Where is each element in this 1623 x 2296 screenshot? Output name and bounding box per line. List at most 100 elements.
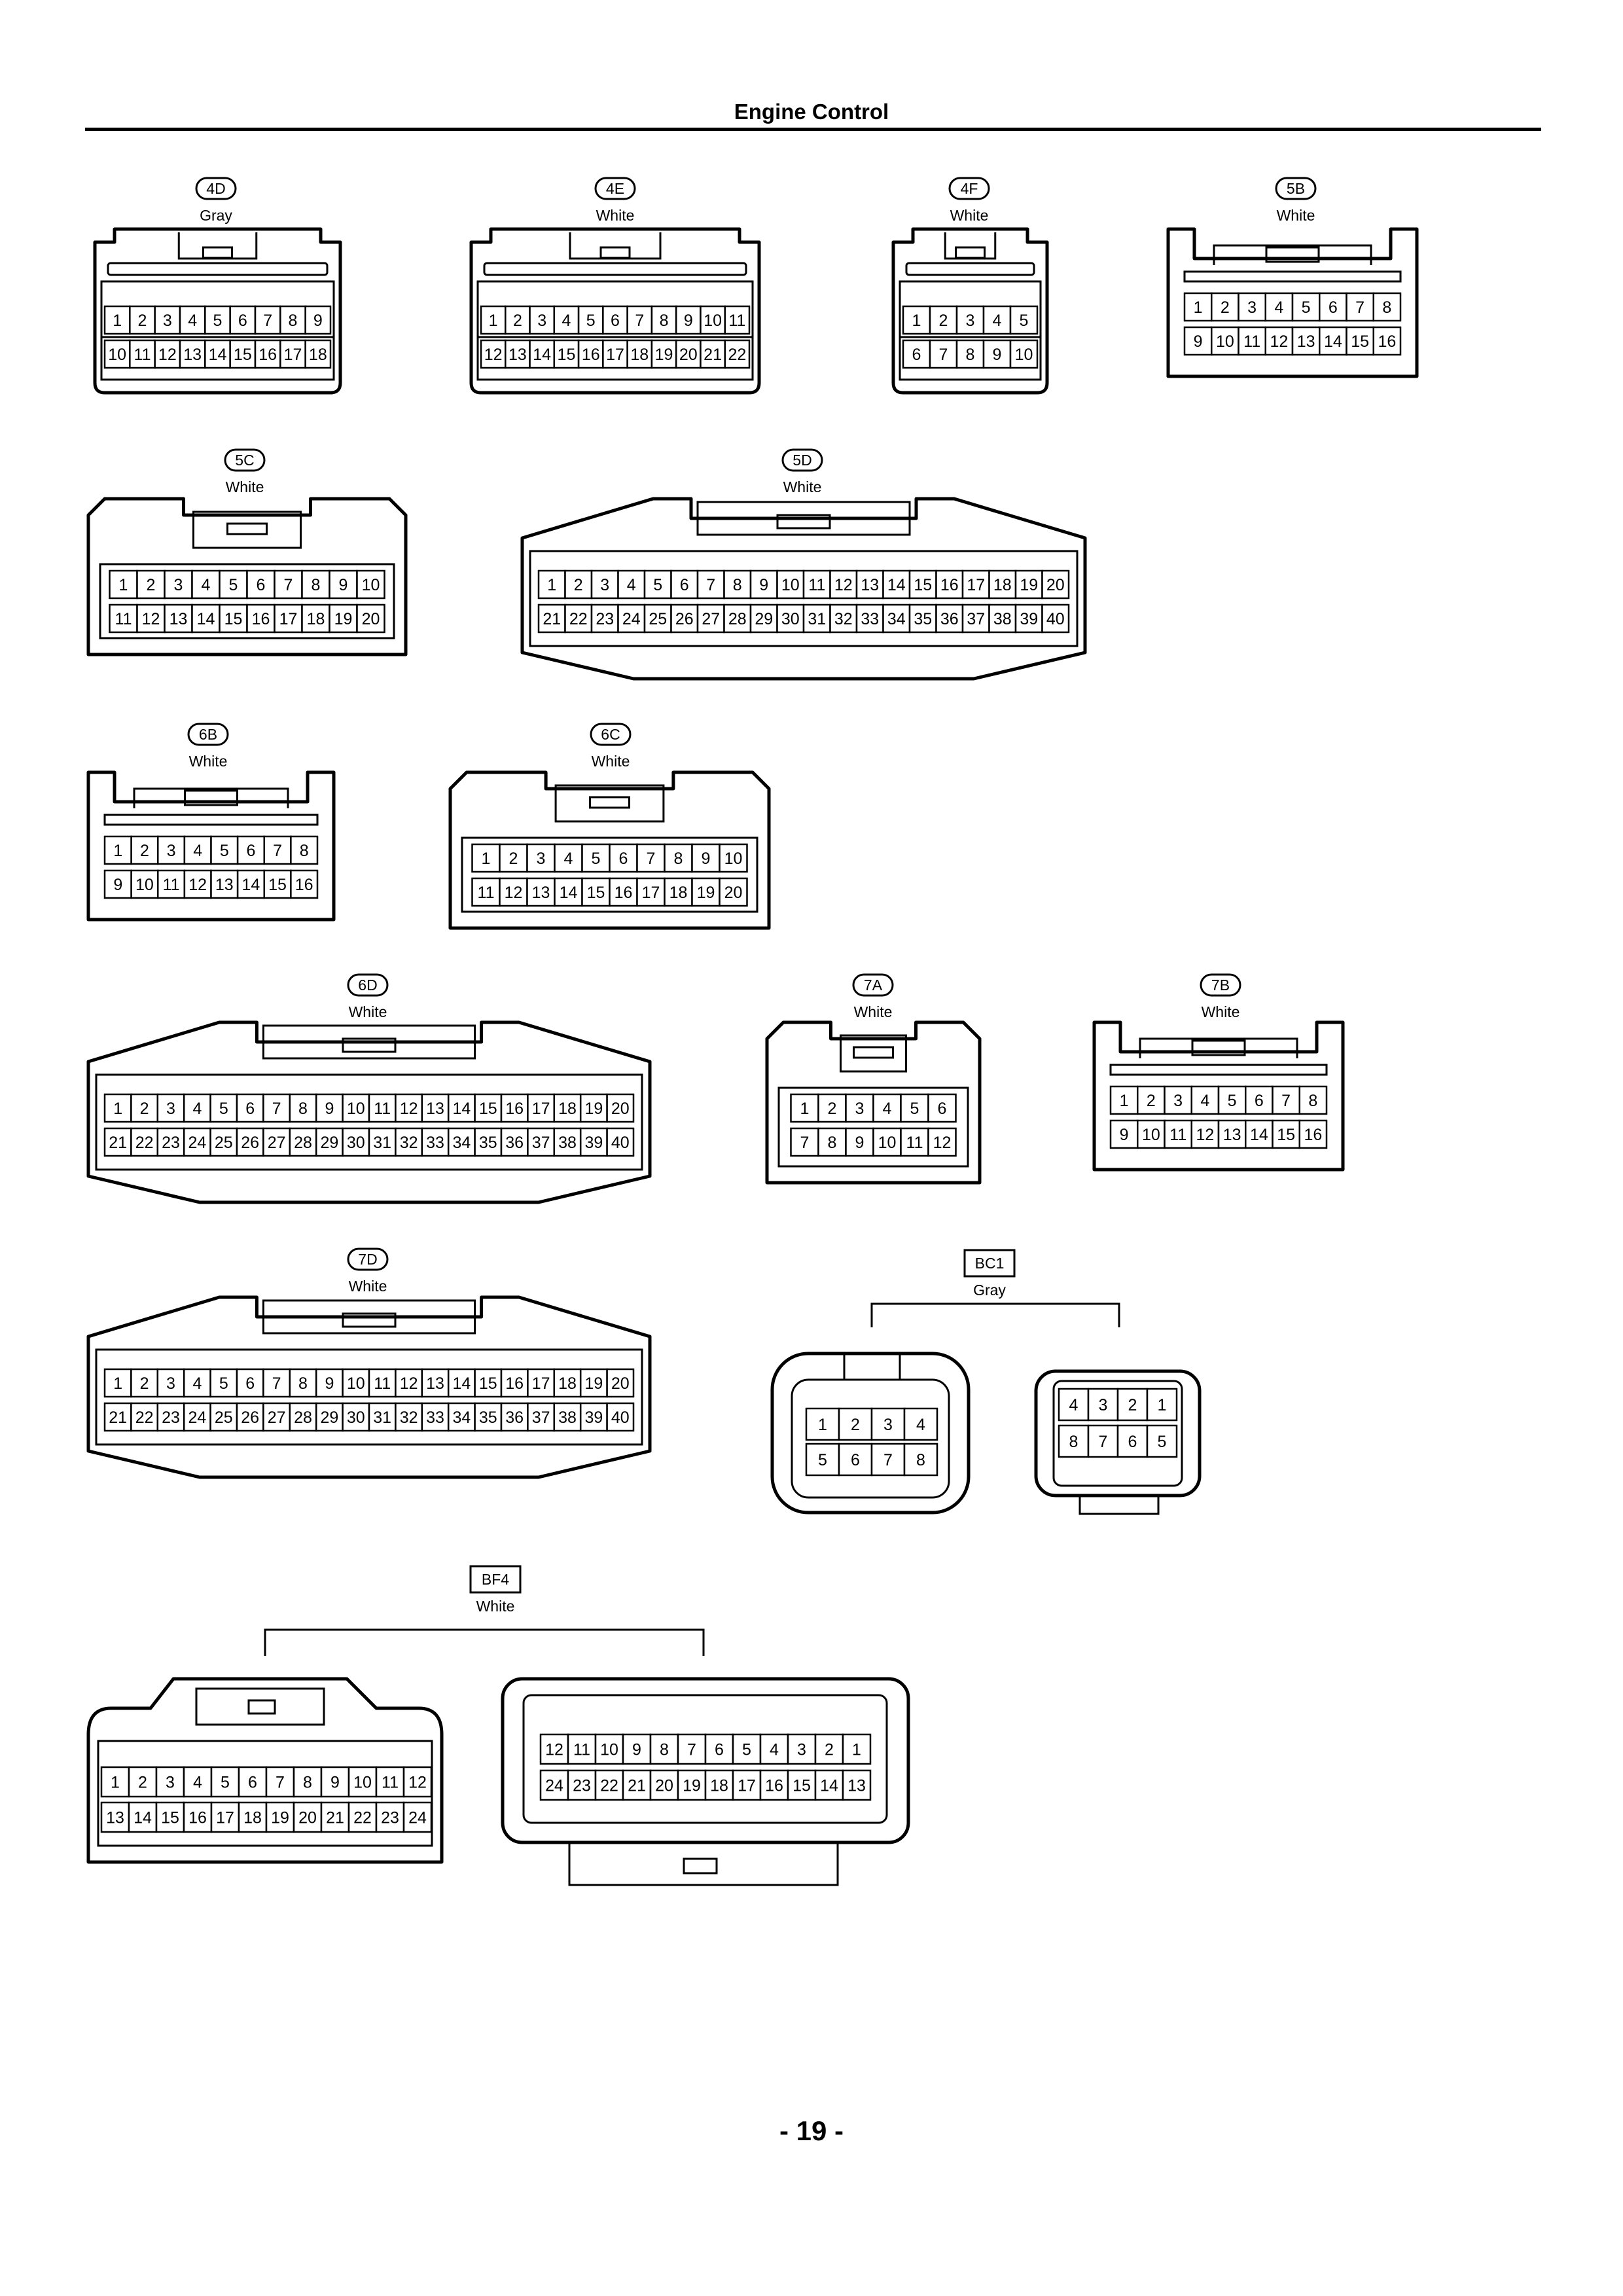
connector-latch	[192, 511, 302, 549]
pin-cell	[1116, 1424, 1149, 1458]
connector-latch	[262, 1299, 476, 1335]
pin-number: 3	[163, 312, 172, 330]
pin-number: 10	[108, 346, 126, 364]
pin-number: 33	[426, 1134, 444, 1152]
pin-number: 16	[940, 576, 959, 594]
pin-cell	[606, 1127, 635, 1157]
pin-number: 24	[622, 610, 641, 628]
connector-housing	[520, 497, 1087, 681]
connector-lock-slot	[226, 522, 268, 535]
pin-number: 19	[334, 610, 353, 628]
pin-cell	[289, 1368, 317, 1398]
connector-id-label: 6C	[601, 726, 620, 743]
pin-number: 2	[851, 1416, 860, 1434]
pin-number: 11	[1243, 332, 1260, 351]
pin-number: 14	[820, 1777, 838, 1795]
pin-cell	[704, 1733, 734, 1765]
pin-cell	[749, 603, 778, 634]
pin-number: 9	[313, 312, 323, 330]
pin-cell	[609, 843, 638, 873]
pin-cell	[301, 603, 330, 634]
pin-cell	[342, 1368, 370, 1398]
pin-number: 4	[202, 576, 211, 594]
pin-cell	[577, 339, 604, 369]
pin-number: 20	[611, 1100, 630, 1118]
pin-cell	[500, 1093, 529, 1123]
pin-cell	[183, 1127, 211, 1157]
connector-lock-slot	[1191, 1039, 1246, 1056]
connector-latch	[195, 1687, 325, 1726]
connector-housing	[1166, 227, 1419, 378]
pin-number: 14	[1250, 1126, 1268, 1144]
pin-number: 14	[1324, 332, 1342, 351]
pin-number: 2	[140, 1100, 149, 1118]
pin-number: 4	[188, 312, 197, 330]
pin-number: 3	[166, 1774, 175, 1792]
pin-number: 19	[655, 346, 673, 364]
pin-number: 4	[627, 576, 636, 594]
pin-number: 3	[855, 1100, 865, 1118]
connector-housing	[765, 1020, 982, 1185]
pin-cell	[554, 877, 583, 907]
pin-cell	[289, 1402, 317, 1432]
pin-number: 12	[933, 1134, 952, 1152]
pin-number: 12	[484, 346, 503, 364]
pin-cell	[929, 339, 958, 369]
pin-number: 21	[704, 346, 722, 364]
pin-cell	[236, 1093, 264, 1123]
pin-cell	[254, 339, 281, 369]
pin-number: 12	[834, 576, 853, 594]
pin-number: 3	[167, 842, 176, 860]
pin-number: 7	[1281, 1092, 1291, 1110]
connector-id-label: 4D	[206, 180, 225, 197]
pin-cell	[368, 1368, 397, 1398]
connector-color-label: White	[1202, 1003, 1240, 1020]
connector-id-box	[963, 1249, 1016, 1278]
pin-number: 6	[245, 1374, 255, 1393]
pin-number: 5	[1228, 1092, 1237, 1110]
pin-number: 35	[914, 610, 932, 628]
pin-number: 2	[147, 576, 156, 594]
pin-number: 15	[914, 576, 932, 594]
pin-number: 11	[478, 884, 495, 902]
pin-cell	[700, 339, 726, 369]
pin-cell	[471, 843, 501, 873]
pin-number: 12	[400, 1374, 418, 1393]
pin-cell	[787, 1733, 817, 1765]
pin-cell	[1245, 1085, 1274, 1115]
pin-number: 7	[272, 1374, 281, 1393]
pin-number: 11	[374, 1100, 391, 1118]
pin-number: 7	[647, 850, 656, 868]
pin-cell	[606, 1368, 635, 1398]
pin-number: 7	[800, 1134, 810, 1152]
pin-number: 10	[1015, 346, 1033, 364]
pin-number: 6	[1329, 298, 1338, 317]
pin-cell	[1041, 603, 1070, 634]
pin-cell	[301, 569, 330, 600]
pin-number: 17	[642, 884, 660, 902]
pin-cell	[842, 1769, 872, 1801]
pin-number: 1	[800, 1100, 810, 1118]
pin-number: 14	[134, 1809, 152, 1827]
pin-number: 1	[1120, 1092, 1129, 1110]
pin-number: 5	[1158, 1433, 1167, 1451]
connector-rail	[905, 262, 1035, 276]
pin-number: 23	[596, 610, 614, 628]
pin-number: 16	[252, 610, 270, 628]
pin-number: 18	[630, 346, 649, 364]
pin-cell	[183, 1402, 211, 1432]
pin-cell	[651, 339, 677, 369]
connector-id-pill	[948, 177, 990, 200]
pin-number: 1	[119, 576, 128, 594]
pin-number: 7	[883, 1451, 893, 1469]
pin-cell	[500, 1402, 529, 1432]
pin-number: 23	[162, 1408, 180, 1427]
pin-cell	[554, 843, 583, 873]
pin-cell	[356, 603, 385, 634]
pin-cell	[356, 569, 385, 600]
pin-number: 15	[1277, 1126, 1295, 1144]
pin-cell	[955, 305, 985, 335]
connector-latch	[133, 787, 289, 808]
